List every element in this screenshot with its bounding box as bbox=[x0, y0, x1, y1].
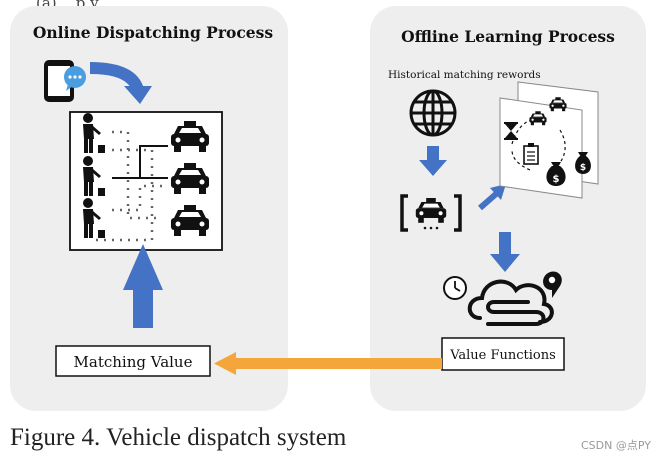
state-to-transition-arrow bbox=[478, 184, 506, 211]
clipboard-icon bbox=[523, 143, 539, 165]
historical-label: Historical matching rewords bbox=[388, 69, 541, 81]
svg-text:$: $ bbox=[580, 163, 586, 173]
globe-down-arrow bbox=[419, 146, 447, 176]
location-pin-icon bbox=[543, 271, 562, 298]
globe-icon bbox=[409, 89, 457, 137]
money-bag-icon-1: $ bbox=[546, 162, 566, 186]
matching-value-up-arrow bbox=[123, 244, 163, 328]
state-taxi-icon bbox=[400, 194, 462, 232]
hourglass-icon bbox=[504, 122, 518, 140]
cloud-icon bbox=[467, 279, 554, 326]
transition-down-arrow bbox=[490, 232, 520, 272]
money-bag-icon-2: $ bbox=[575, 152, 591, 174]
value-to-matching-arrow bbox=[214, 352, 442, 375]
value-functions-label: Value Functions bbox=[449, 348, 556, 363]
dotted-match-lines bbox=[96, 130, 168, 242]
left-panel-title: Online Dispatching Process bbox=[33, 23, 273, 42]
matching-value-box bbox=[55, 345, 211, 377]
figure-caption: Figure 4. Vehicle dispatch system bbox=[10, 424, 347, 451]
right-panel-title: Offline Learning Process bbox=[401, 27, 615, 46]
match-lines bbox=[112, 145, 168, 179]
phone-to-dispatch-arrow bbox=[89, 62, 152, 104]
svg-text:$: $ bbox=[553, 174, 560, 185]
clock-icon bbox=[443, 276, 467, 300]
value-functions-box bbox=[441, 337, 565, 371]
matching-value-label: Matching Value bbox=[74, 353, 193, 371]
smartphone-icon bbox=[44, 60, 86, 102]
watermark: CSDN @点PY bbox=[581, 439, 651, 452]
